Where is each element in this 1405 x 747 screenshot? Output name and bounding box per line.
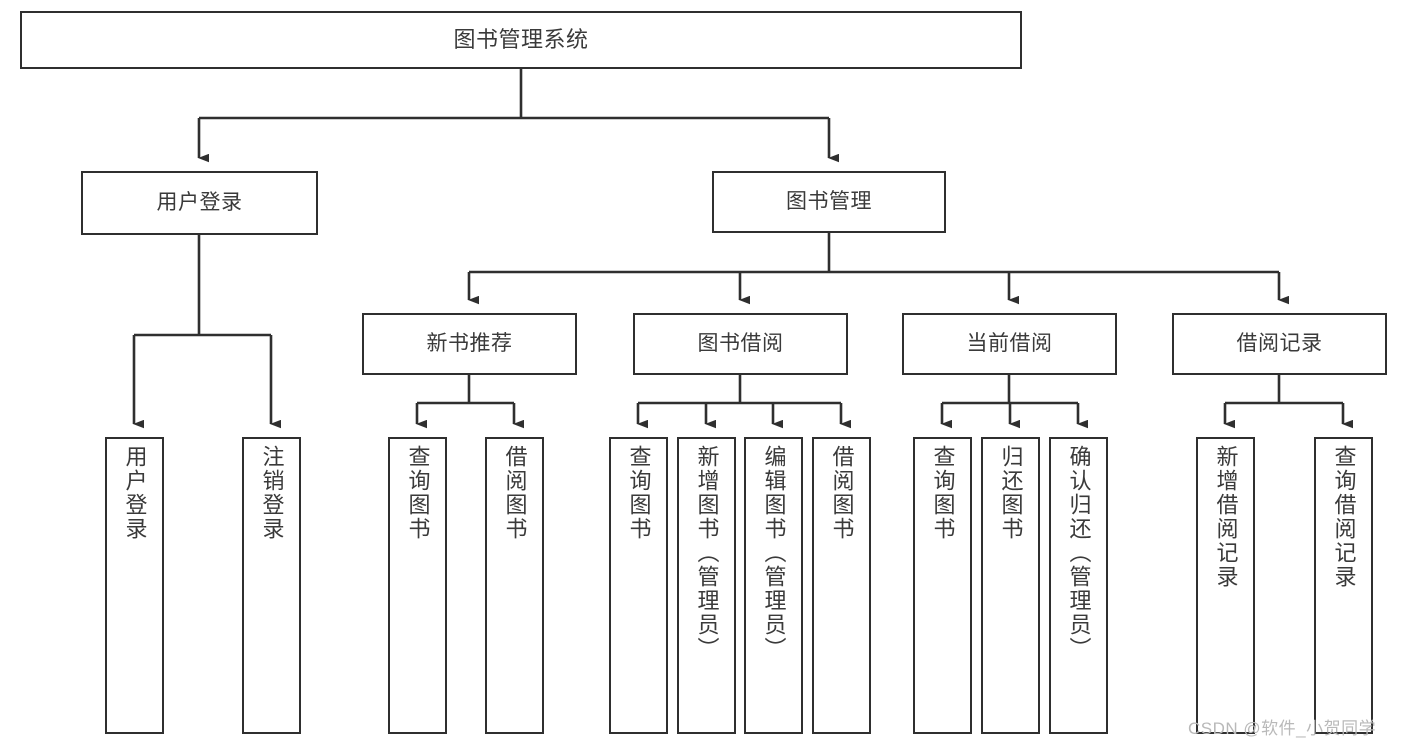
node-new-book-recommend-label: 新书推荐 bbox=[426, 331, 513, 355]
node-leaf-query-book-3[interactable]: 查询图书 bbox=[913, 437, 972, 734]
node-leaf-borrow-book-2[interactable]: 借阅图书 bbox=[812, 437, 871, 734]
node-leaf-query-record-label: 查询借阅记录 bbox=[1331, 445, 1357, 589]
node-leaf-query-book-2[interactable]: 查询图书 bbox=[609, 437, 668, 734]
node-book-manage[interactable]: 图书管理 bbox=[712, 171, 946, 233]
node-current-borrow[interactable]: 当前借阅 bbox=[902, 313, 1117, 375]
node-leaf-borrow-book-2-label: 借阅图书 bbox=[829, 445, 855, 541]
node-leaf-user-login-label: 用户登录 bbox=[122, 445, 148, 541]
node-leaf-query-book-1-label: 查询图书 bbox=[405, 445, 431, 541]
node-root-label: 图书管理系统 bbox=[453, 27, 589, 53]
node-leaf-query-book-3-label: 查询图书 bbox=[930, 445, 956, 541]
node-leaf-add-book[interactable]: 新增图书（管理员） bbox=[677, 437, 736, 734]
node-current-borrow-label: 当前借阅 bbox=[966, 331, 1053, 355]
node-user-login-label: 用户登录 bbox=[156, 190, 243, 214]
node-root[interactable]: 图书管理系统 bbox=[20, 11, 1022, 69]
node-leaf-confirm-return-label: 确认归还（管理员） bbox=[1066, 445, 1092, 661]
node-leaf-return-book-label: 归还图书 bbox=[998, 445, 1024, 541]
node-new-book-recommend[interactable]: 新书推荐 bbox=[362, 313, 577, 375]
node-leaf-confirm-return[interactable]: 确认归还（管理员） bbox=[1049, 437, 1108, 734]
node-leaf-add-book-label: 新增图书（管理员） bbox=[694, 445, 720, 661]
node-leaf-borrow-book-1[interactable]: 借阅图书 bbox=[485, 437, 544, 734]
node-leaf-logout[interactable]: 注销登录 bbox=[242, 437, 301, 734]
node-borrow-record[interactable]: 借阅记录 bbox=[1172, 313, 1387, 375]
node-leaf-borrow-book-1-label: 借阅图书 bbox=[502, 445, 528, 541]
node-leaf-edit-book-label: 编辑图书（管理员） bbox=[761, 445, 787, 661]
node-user-login[interactable]: 用户登录 bbox=[81, 171, 318, 235]
node-leaf-logout-label: 注销登录 bbox=[259, 445, 285, 541]
node-borrow-record-label: 借阅记录 bbox=[1236, 331, 1323, 355]
csdn-watermark: CSDN @软件_小贺同学 bbox=[1188, 719, 1377, 738]
node-leaf-user-login[interactable]: 用户登录 bbox=[105, 437, 164, 734]
node-leaf-add-record-label: 新增借阅记录 bbox=[1213, 445, 1239, 589]
node-leaf-edit-book[interactable]: 编辑图书（管理员） bbox=[744, 437, 803, 734]
node-leaf-query-book-2-label: 查询图书 bbox=[626, 445, 652, 541]
node-leaf-query-book-1[interactable]: 查询图书 bbox=[388, 437, 447, 734]
node-leaf-query-record[interactable]: 查询借阅记录 bbox=[1314, 437, 1373, 734]
node-book-borrow-label: 图书借阅 bbox=[697, 331, 784, 355]
node-leaf-return-book[interactable]: 归还图书 bbox=[981, 437, 1040, 734]
node-leaf-add-record[interactable]: 新增借阅记录 bbox=[1196, 437, 1255, 734]
node-book-borrow[interactable]: 图书借阅 bbox=[633, 313, 848, 375]
node-book-manage-label: 图书管理 bbox=[786, 189, 872, 213]
